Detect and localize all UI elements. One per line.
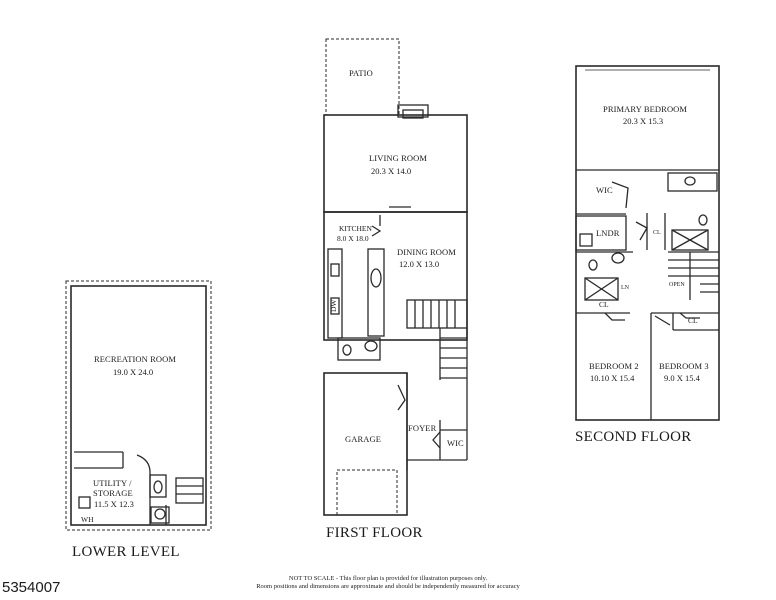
first-floor-wic-label: WIC <box>447 438 464 448</box>
closet-c-label: CL <box>688 316 698 325</box>
lower-level-title: LOWER LEVEL <box>72 544 180 560</box>
first-floor-title: FIRST FLOOR <box>326 525 423 541</box>
living-room-label: LIVING ROOM <box>369 153 427 163</box>
disclaimer: NOT TO SCALE - This floor plan is provid… <box>0 575 776 591</box>
water-heater-label: WH <box>81 515 94 524</box>
second-floor-plan <box>575 65 720 421</box>
kitchen-label: KITCHEN <box>339 224 372 233</box>
kitchen-dims: 8.0 X 18.0 <box>337 234 369 243</box>
primary-bedroom-dims: 20.3 X 15.3 <box>623 116 664 126</box>
primary-bedroom-label: PRIMARY BEDROOM <box>603 104 688 114</box>
closet-b-label: CL <box>599 300 609 309</box>
first-floor-plan <box>323 38 468 516</box>
open-label: OPEN <box>669 282 685 288</box>
dishwasher-label: DW <box>329 299 338 313</box>
disclaimer-line-1: NOT TO SCALE - This floor plan is provid… <box>288 575 488 582</box>
listing-id: 5354007 <box>2 579 61 596</box>
laundry-label: LNDR <box>596 228 620 238</box>
linen-label: LN <box>621 285 629 291</box>
utility-label: UTILITY / <box>93 478 132 488</box>
bedroom-3-dims: 9.0 X 15.4 <box>664 373 700 383</box>
recreation-room-label: RECREATION ROOM <box>94 354 177 364</box>
bedroom-2-dims: 10.10 X 15.4 <box>590 373 635 383</box>
disclaimer-line-2: Room positions and dimensions are approx… <box>256 582 520 590</box>
second-floor-wic-label: WIC <box>596 185 613 195</box>
bedroom-2-label: BEDROOM 2 <box>589 361 639 371</box>
lower-level-plan <box>65 280 212 531</box>
storage-label: STORAGE <box>93 488 133 498</box>
second-floor-title: SECOND FLOOR <box>575 429 692 445</box>
dining-room-dims: 12.0 X 13.0 <box>399 259 440 269</box>
utility-dims: 11.5 X 12.3 <box>94 499 134 509</box>
foyer-label: FOYER <box>408 423 437 433</box>
living-room-dims: 20.3 X 14.0 <box>371 166 412 176</box>
garage-label: GARAGE <box>345 434 382 444</box>
bedroom-3-label: BEDROOM 3 <box>659 361 709 371</box>
dining-room-label: DINING ROOM <box>397 247 456 257</box>
closet-a-label: CL <box>653 230 661 236</box>
recreation-room-dims: 19.0 X 24.0 <box>113 367 154 377</box>
patio-label: PATIO <box>349 68 373 78</box>
